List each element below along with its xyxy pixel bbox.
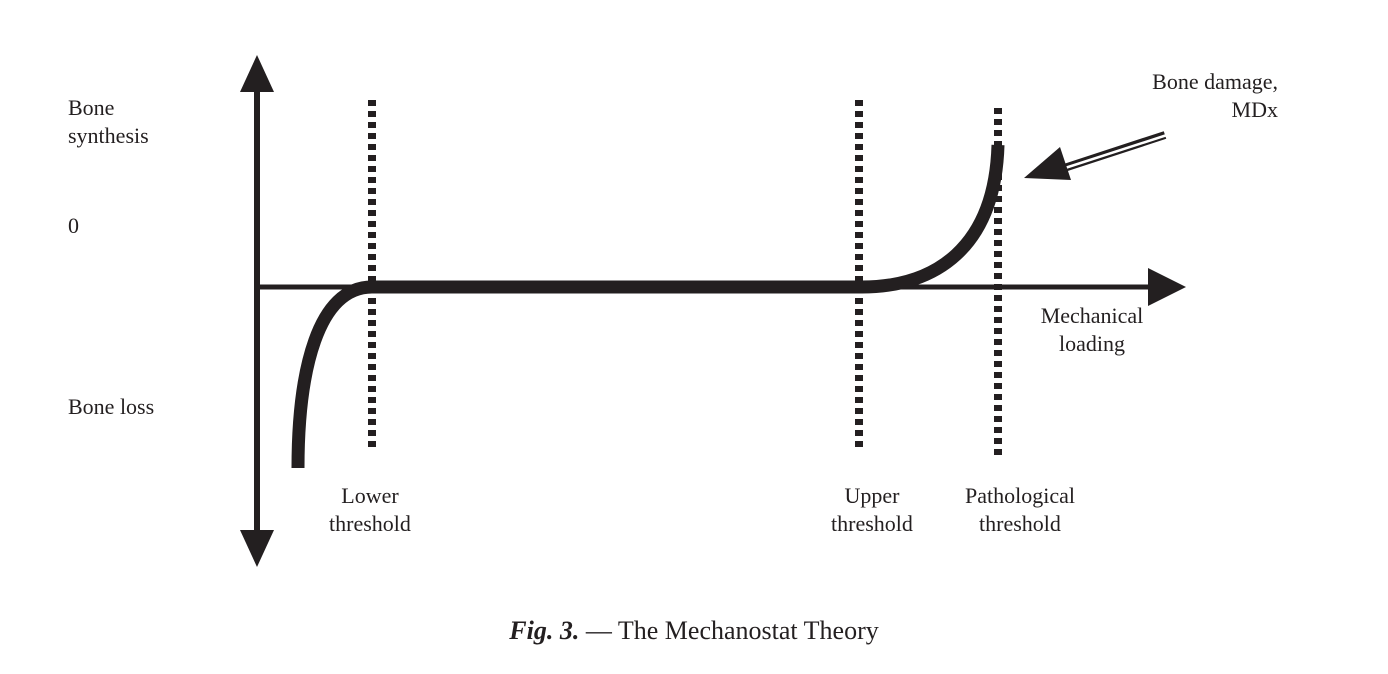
bone-synthesis-label: Bone synthesis xyxy=(68,95,149,148)
zero-label: 0 xyxy=(68,213,79,238)
x-axis-arrow xyxy=(1148,268,1186,306)
figure-title: — The Mechanostat Theory xyxy=(579,616,879,645)
bone-loss-label: Bone loss xyxy=(68,394,155,419)
y-axis-down-arrow xyxy=(240,530,274,567)
upper-threshold-label: Upper threshold xyxy=(831,483,913,536)
lower-threshold-label: Lower threshold xyxy=(329,483,411,536)
figure-number: Fig. 3. xyxy=(509,616,580,645)
mechanical-loading-label: Mechanical loading xyxy=(1040,303,1144,356)
bone-damage-label: Bone damage, MDx xyxy=(1152,69,1278,122)
bone-response-curve xyxy=(291,144,1005,469)
pathological-threshold-label: Pathological threshold xyxy=(965,483,1075,536)
y-axis-up-arrow xyxy=(240,55,274,92)
figure-caption: Fig. 3. — The Mechanostat Theory xyxy=(0,615,1388,647)
bone-damage-arrow-head xyxy=(1024,147,1071,180)
bone-damage-arrow-shaft-inner xyxy=(1061,133,1168,171)
